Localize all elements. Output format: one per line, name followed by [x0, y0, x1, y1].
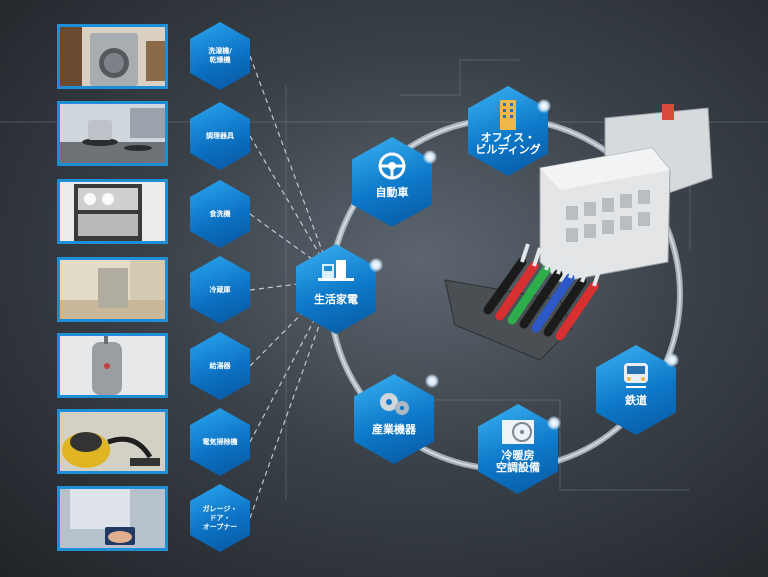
halo-dot: [425, 374, 439, 388]
halo-dot: [537, 99, 551, 113]
photo-vacuum-cleaner: [57, 409, 168, 474]
appliance-label: ガレージ・ ドア・ オープナー: [202, 504, 238, 531]
hub-label: 生活家電: [314, 293, 358, 306]
photo-dishwasher: [57, 179, 168, 244]
photo-garage-door: [57, 486, 168, 551]
market-label: 冷暖房 空調設備: [496, 449, 540, 474]
steering-wheel-icon: [378, 152, 406, 180]
photo-water-heater: [57, 333, 168, 398]
appliance-hex-water-heater[interactable]: 給湯器: [190, 332, 250, 400]
train-icon: [624, 363, 648, 388]
market-label: オフィス・ ビルディング: [475, 131, 541, 156]
building-icon: [500, 100, 516, 130]
photo-refrigerator: [57, 257, 168, 322]
halo-dot: [547, 416, 561, 430]
appliance-label: 冷蔵庫: [209, 285, 231, 294]
home-appliances-icon: [318, 260, 354, 281]
gears-icon: [380, 393, 409, 415]
appliance-label: 給湯器: [209, 361, 231, 370]
air-conditioner-icon: [502, 420, 534, 444]
photo-washing-machine: [57, 24, 168, 89]
photo-stove: [57, 101, 168, 166]
appliance-label: 調理器具: [206, 131, 234, 140]
appliance-hex-vacuum[interactable]: 電気掃除機: [190, 408, 250, 476]
market-hex-industrial[interactable]: 産業機器: [354, 374, 434, 464]
appliance-hex-refrigerator[interactable]: 冷蔵庫: [190, 256, 250, 324]
appliance-label: 食洗機: [209, 209, 231, 218]
halo-dot: [665, 353, 679, 367]
halo-dot: [423, 150, 437, 164]
market-hex-automotive[interactable]: 自動車: [352, 137, 432, 227]
market-label: 鉄道: [625, 394, 647, 407]
market-label: 自動車: [375, 186, 409, 199]
market-label: 産業機器: [372, 423, 416, 436]
halo-dot: [369, 258, 383, 272]
hub-hex-home-appliances[interactable]: 生活家電: [296, 244, 376, 334]
appliance-label: 洗濯機/ 乾燥機: [208, 47, 232, 64]
appliance-label: 電気掃除機: [202, 437, 238, 446]
